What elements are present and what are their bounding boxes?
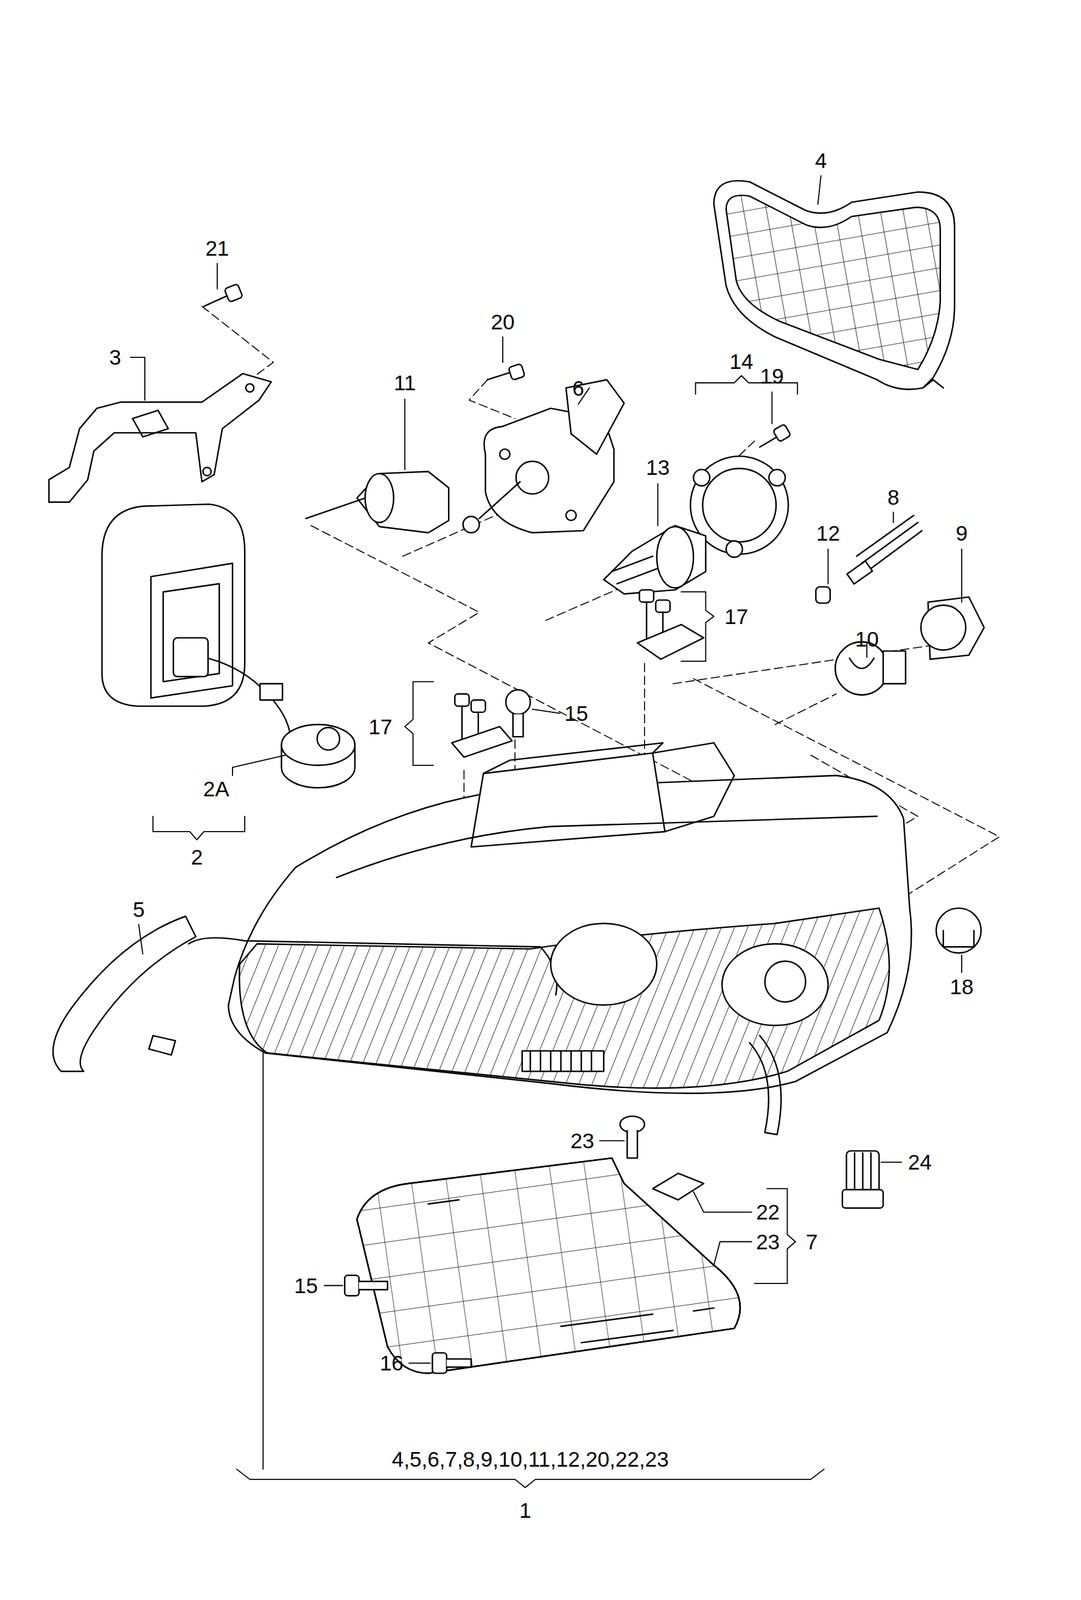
callout-number: 4: [815, 149, 827, 172]
callout-number: 5: [132, 897, 145, 920]
callout-number: 2: [191, 846, 203, 868]
callout-number: 1: [519, 1498, 531, 1520]
callout-number: 16: [379, 1351, 404, 1374]
callout-number: 13: [645, 456, 670, 478]
callout-number: 23: [755, 1230, 780, 1253]
callout-number: 23: [570, 1129, 595, 1151]
callout-number: 24: [908, 1150, 932, 1173]
callout-number: 3: [109, 346, 122, 368]
callout-number: 6: [572, 376, 584, 399]
callout-number: 9: [955, 521, 968, 543]
callout-number: 20: [491, 310, 515, 332]
callout-number: 7: [805, 1230, 818, 1253]
callout-number: 15: [293, 1274, 318, 1296]
callout-number: 10: [855, 627, 879, 649]
included-parts-list: 4,5,6,7,8,9,10,11,12,20,22,23: [391, 1447, 669, 1469]
callout-number: 21: [205, 237, 229, 259]
callout-number: 17: [724, 605, 749, 627]
callout-number: 11: [393, 371, 416, 394]
callout-number: 15: [564, 702, 588, 724]
callout-number: 17: [368, 715, 392, 737]
callout-number: 14: [729, 350, 754, 372]
callout-number: 18: [950, 975, 974, 998]
callout-number: 22: [755, 1200, 780, 1223]
callout-number: 2A: [203, 777, 230, 800]
callout-number: 19: [760, 364, 784, 386]
callout-number: 12: [816, 521, 840, 543]
callout-number: 8: [887, 485, 900, 508]
